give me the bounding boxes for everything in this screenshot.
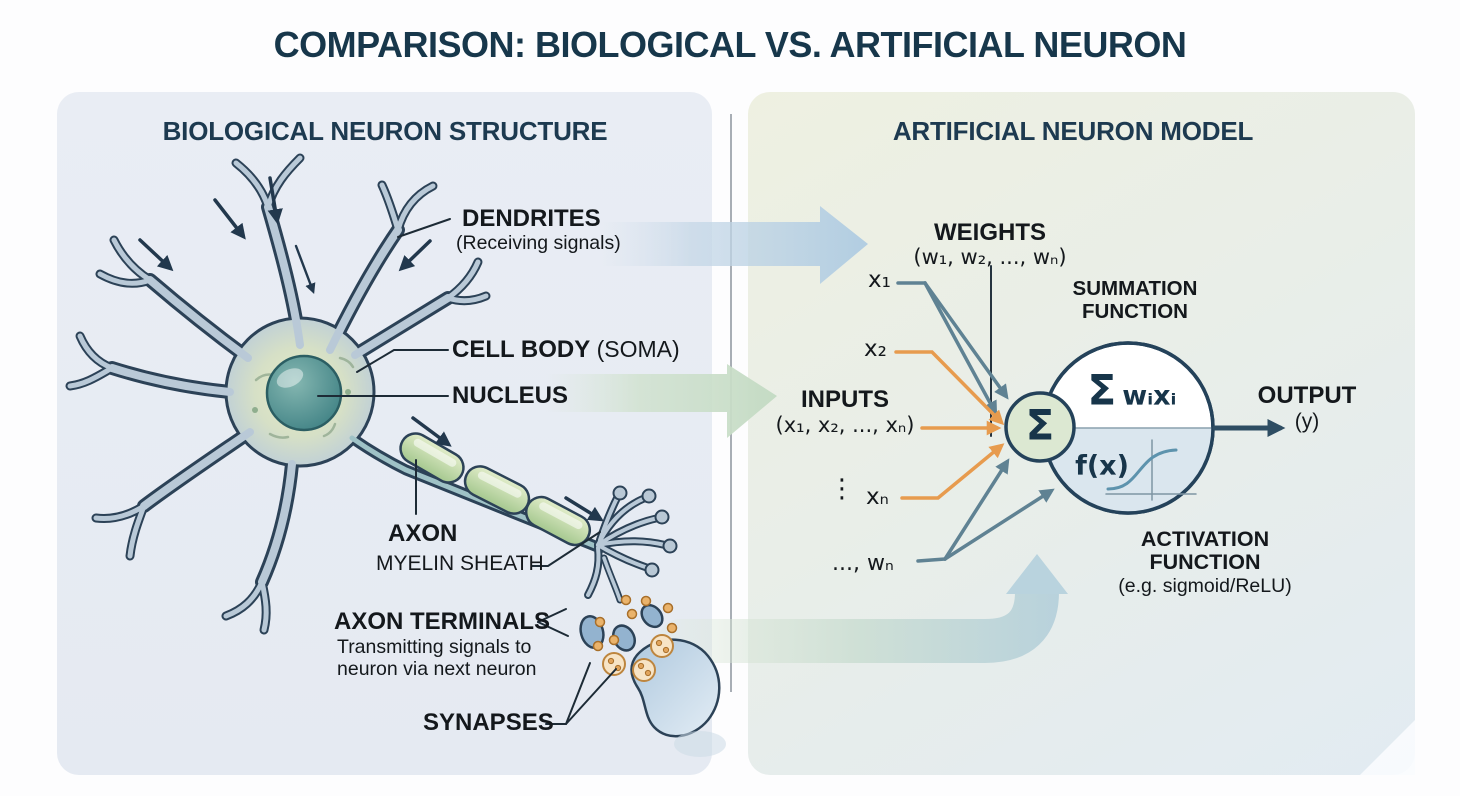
label-summation-line1: SUMMATION — [1072, 277, 1198, 300]
mapping-arrow-top — [600, 206, 868, 284]
leader-lines — [317, 218, 617, 725]
summation-node-circle — [1004, 391, 1076, 463]
sigmoid-curve-plot — [1105, 439, 1197, 501]
summation-sigma: Σ — [1025, 400, 1055, 450]
label-dendrites-sub: (Receiving signals) — [456, 232, 621, 254]
label-output: OUTPUT — [1257, 382, 1357, 409]
input-connections — [894, 350, 1005, 500]
page-curl-decoration — [1360, 720, 1415, 775]
label-myelin-sheath: MYELIN SHEATH — [376, 552, 544, 575]
label-activation-function: ACTIVATION FUNCTION — [1141, 528, 1269, 574]
dendrites-fill — [67, 155, 489, 633]
label-x1: x₁ — [868, 267, 891, 293]
mapping-arrow-middle — [545, 364, 777, 438]
axon-direction-arrows — [411, 416, 604, 522]
label-fx: f(x) — [1075, 450, 1129, 482]
label-axon: AXON — [388, 520, 458, 547]
label-weights-sub: (w₁, w₂, ..., wₙ) — [913, 245, 1067, 269]
nucleus-shape — [265, 354, 343, 432]
label-vertical-dots: ⋮ — [829, 474, 855, 504]
label-axon-terminals-sub1: Transmitting signals to — [337, 636, 532, 658]
mapping-arrow-bottom — [658, 554, 1068, 663]
label-axon-terminals: AXON TERMINALS — [334, 608, 550, 635]
label-cell-body: CELL BODY (SOMA) — [452, 336, 680, 364]
artificial-neuron-graph — [894, 265, 1286, 563]
label-cell-body-bold: CELL BODY — [452, 336, 591, 363]
label-dendrites: DENDRITES — [462, 205, 601, 232]
label-summation-line2: FUNCTION — [1082, 300, 1188, 323]
label-weights: WEIGHTS — [934, 219, 1046, 246]
weight-connections — [896, 281, 1055, 563]
label-cell-body-soma: (SOMA) — [590, 336, 680, 362]
axon-terminal-branches — [584, 485, 678, 604]
neuron-illustration — [65, 153, 726, 757]
label-output-sub: (y) — [1294, 410, 1320, 433]
label-activation-line1: ACTIVATION — [1140, 527, 1270, 551]
synapse-illustration — [579, 594, 726, 757]
formula-terms: wᵢxᵢ — [1122, 380, 1177, 412]
label-inputs: INPUTS — [800, 386, 890, 413]
label-summation-function: SUMMATION FUNCTION — [1073, 277, 1198, 323]
label-synapses: SYNAPSES — [423, 709, 554, 736]
label-activation-line2: FUNCTION — [1149, 550, 1261, 574]
label-wn: ..., wₙ — [832, 551, 894, 576]
label-axon-terminals-sub2: neuron via next neuron — [337, 658, 537, 680]
label-activation-sub: (e.g. sigmoid/ReLU) — [1118, 575, 1292, 597]
label-x2: x₂ — [864, 336, 887, 362]
page-title: COMPARISON: BIOLOGICAL VS. ARTIFICIAL NE… — [273, 24, 1187, 65]
label-nucleus: NUCLEUS — [452, 382, 569, 409]
incoming-signal-arrows — [138, 176, 432, 294]
biological-panel-header: BIOLOGICAL NEURON STRUCTURE — [162, 116, 608, 146]
label-xn: xₙ — [866, 484, 889, 510]
formula-sigma: Σ — [1087, 365, 1117, 415]
myelin-sheath-shapes — [399, 432, 592, 547]
artificial-panel-header: ARTIFICIAL NEURON MODEL — [892, 116, 1254, 146]
label-inputs-sub: (x₁, x₂, ..., xₙ) — [775, 413, 915, 437]
